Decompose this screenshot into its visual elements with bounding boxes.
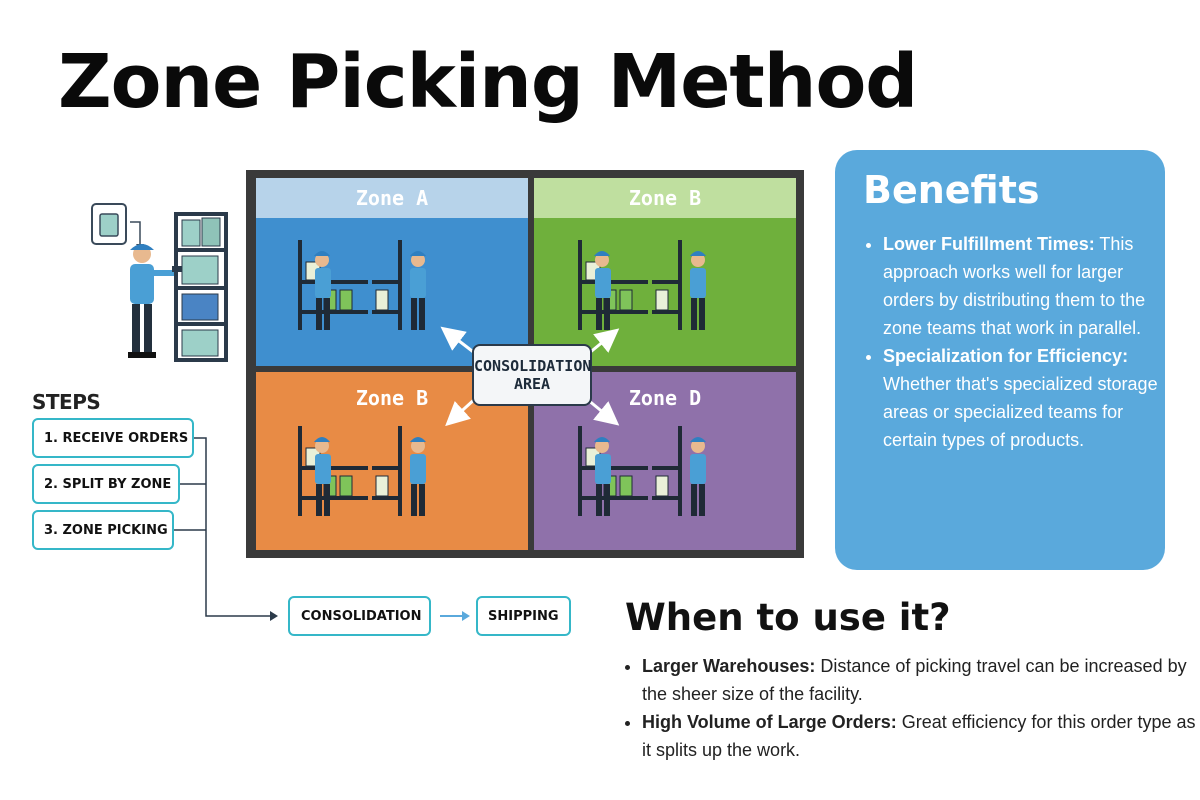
step-receive-orders: 1. RECEIVE ORDERS (32, 418, 194, 458)
when-item: Larger Warehouses: Distance of picking t… (642, 652, 1200, 708)
worker-with-scanner-illustration (91, 203, 228, 362)
steps-connector-lines (174, 437, 470, 621)
benefits-list: Lower Fulfillment Times: This approach w… (863, 230, 1173, 454)
benefits-panel: Benefits Lower Fulfillment Times: This a… (835, 150, 1165, 570)
benefit-text: Whether that's specialized storage areas… (883, 374, 1158, 450)
benefit-text: This approach works well for larger orde… (883, 234, 1146, 338)
step-split-by-zone: 2. SPLIT BY ZONE (32, 464, 180, 504)
zone-d-workers (577, 425, 707, 517)
zone-a-workers (297, 239, 427, 331)
zone-b-top-label: Zone B (534, 178, 796, 218)
step-zone-picking: 3. ZONE PICKING (32, 510, 174, 550)
benefit-label: Lower Fulfillment Times: (883, 234, 1095, 254)
when-item: High Volume of Large Orders: Great effic… (642, 708, 1200, 764)
zone-b-top-workers (577, 239, 707, 331)
when-to-use-list: Larger Warehouses: Distance of picking t… (622, 652, 1200, 764)
zone-a-label: Zone A (256, 178, 528, 218)
when-to-use-heading: When to use it? (625, 596, 951, 639)
steps-heading: STEPS (32, 390, 101, 414)
zone-b-bottom-label: Zone B (355, 386, 429, 410)
when-text: Distance of picking travel can be increa… (642, 656, 1187, 704)
benefit-item: Specialization for Efficiency: Whether t… (883, 342, 1173, 454)
consolidation-area: CONSOLIDATION AREA (472, 344, 592, 406)
consolidation-line2: AREA (513, 375, 551, 393)
benefit-label: Specialization for Efficiency: (883, 346, 1129, 366)
zone-b-top-quadrant: Zone B (534, 178, 796, 366)
page-title: Zone Picking Method (58, 39, 918, 125)
step-consolidation: CONSOLIDATION (288, 596, 431, 636)
when-label: High Volume of Large Orders: (642, 712, 897, 732)
benefits-heading: Benefits (863, 168, 1040, 212)
step-shipping: SHIPPING (476, 596, 571, 636)
when-label: Larger Warehouses: (642, 656, 816, 676)
zone-d-label: Zone D (628, 386, 702, 410)
consolidation-line1: CONSOLIDATION (474, 357, 592, 375)
when-text: Great efficiency for this order type as … (642, 712, 1196, 760)
benefit-item: Lower Fulfillment Times: This approach w… (883, 230, 1173, 342)
